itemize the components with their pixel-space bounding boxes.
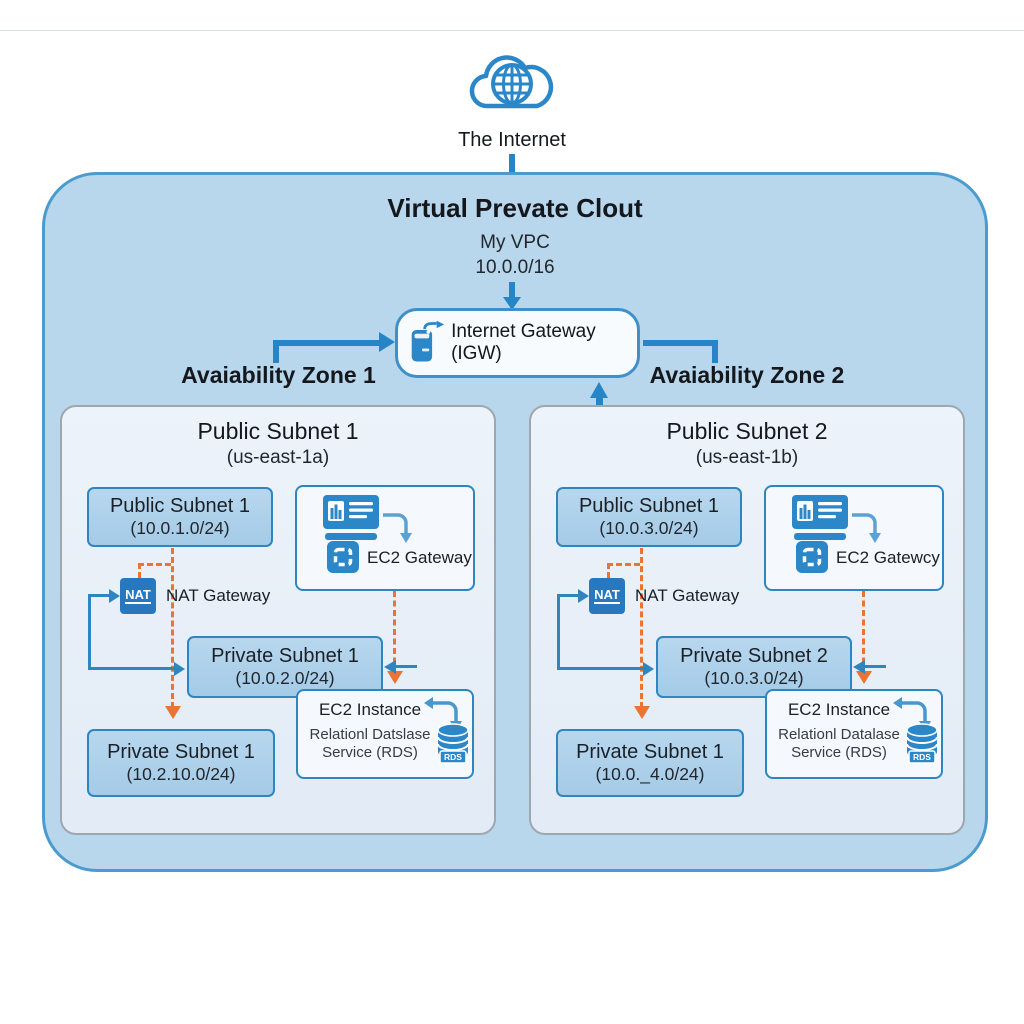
- zone1-line-vertical: [88, 594, 91, 670]
- zone2-private-subnet2-name: Private Subnet 1: [576, 741, 724, 763]
- zone1-private-subnet2-node: Private Subnet 1 (10.2.10.0/24): [87, 729, 275, 797]
- nat-icon-text: NAT: [594, 587, 620, 604]
- zone2-public-subnet-node: Public Subnet 1 (10.0.3.0/24): [556, 487, 742, 547]
- internet-label: The Internet: [458, 129, 566, 151]
- zone2-ec2gw-to-rds-dashed-line: [862, 591, 865, 673]
- elbow-down-arrow-icon: [383, 513, 412, 543]
- zone1-title: Public Subnet 1: [197, 418, 359, 444]
- zone1-dashed-arrowhead: [165, 706, 181, 719]
- rds-icon-text: RDS: [913, 752, 931, 762]
- zone2-nat-gateway-label: NAT Gateway: [635, 586, 740, 605]
- zone1-private-subnet-name: Private Subnet 1: [211, 645, 359, 667]
- zone2-public-subnet-name: Public Subnet 1: [578, 495, 720, 517]
- zone1-dashed-jog-vertical: [138, 563, 141, 578]
- zone2-private-subnet-name: Private Subnet 2: [680, 645, 828, 667]
- zone1-private-subnet2-name: Private Subnet 1: [107, 741, 255, 763]
- zone2-private-subnet2-node: Private Subnet 1 (10.0._4.0/24): [556, 729, 744, 797]
- ec2-icon: [796, 541, 828, 573]
- zone2-title: Public Subnet 2: [666, 418, 828, 444]
- zone1-public-subnet-name: Public Subnet 1: [109, 495, 251, 517]
- zone2-dashed-jog-vertical: [607, 563, 610, 578]
- zone1-ec2gw-to-rds-dashed-line: [393, 591, 396, 673]
- internet-gateway-label: Internet Gateway (IGW): [451, 321, 596, 364]
- zone1-rds-node: EC2 Instance Relationl Datslase Service …: [296, 689, 474, 779]
- top-divider-line: [0, 30, 1024, 31]
- zone-1-container: Public Subnet 1 (us-east-1a) Public Subn…: [60, 405, 496, 835]
- zone2-rds-line1: Relationl Datalase: [778, 726, 900, 743]
- zone2-line-to-private: [557, 667, 644, 670]
- vpc-title: Virtual Prevate Clout: [387, 193, 643, 223]
- zone1-arrowhead-to-private: [174, 662, 185, 676]
- internet-to-vpc-line: [509, 154, 515, 173]
- zone2-rds-node: EC2 Instance Relationl Datalase Service …: [765, 689, 943, 779]
- zone2-public-subnet-cidr: (10.0.3.0/24): [599, 518, 699, 538]
- rds-database-icon: RDS: [437, 723, 469, 764]
- zone2-subtitle: (us-east-1b): [695, 447, 799, 468]
- zone1-ec2gw-dashed-arrowhead: [387, 671, 403, 684]
- zone1-subtitle: (us-east-1a): [226, 447, 330, 468]
- zone2-private-subnet-node: Private Subnet 2 (10.0.3.0/24): [656, 636, 852, 698]
- vpc-to-igw-arrow-line: [509, 282, 515, 298]
- az1-to-igw-line: [273, 340, 381, 346]
- zone2-private-subnet2-cidr: (10.0._4.0/24): [595, 764, 705, 784]
- vpc-to-igw-arrowhead: [503, 297, 521, 310]
- ec2-icon: [327, 541, 359, 573]
- zone1-private-subnet-cidr: (10.0.2.0/24): [235, 668, 335, 688]
- vpc-cidr: 10.0.0/16: [475, 257, 555, 278]
- instance-card-icon: [323, 495, 379, 540]
- zone1-ec2-instance-label: EC2 Instance: [318, 700, 422, 719]
- vpc-name: My VPC: [480, 232, 550, 253]
- zone1-line-to-nat: [88, 594, 111, 597]
- zone2-rds-line2: Service (RDS): [791, 744, 887, 761]
- zone2-private-subnet-cidr: (10.0.3.0/24): [704, 668, 804, 688]
- zone2-dashed-arrowhead: [634, 706, 650, 719]
- zone1-ec2-gateway-label: EC2 Gateway: [367, 548, 472, 567]
- zone1-rds-to-private-arrowhead: [384, 660, 396, 674]
- zone2-rds-to-private-arrowhead: [853, 660, 865, 674]
- internet-gateway-node: Internet Gateway (IGW): [395, 308, 640, 378]
- internet-cloud-globe-icon: [469, 55, 554, 109]
- zone1-ec2-gateway-node: EC2 Gateway: [295, 485, 475, 591]
- zone1-rds-line1: Relationl Datslase: [309, 726, 431, 743]
- zone1-private-subnet2-cidr: (10.2.10.0/24): [126, 764, 236, 784]
- zone1-dashed-jog-horizontal: [138, 563, 171, 566]
- zone-2-container: Public Subnet 2 (us-east-1b) Public Subn…: [529, 405, 965, 835]
- zone2-line-vertical: [557, 594, 560, 670]
- zone1-private-subnet-node: Private Subnet 1 (10.0.2.0/24): [187, 636, 383, 698]
- instance-card-icon: [792, 495, 848, 540]
- zone2-dashed-jog-horizontal: [607, 563, 640, 566]
- rds-icon-text: RDS: [444, 752, 462, 762]
- zone1-public-subnet-cidr: (10.0.1.0/24): [130, 518, 230, 538]
- az1-to-igw-elbow: [273, 340, 279, 363]
- zone2-arrowhead-to-nat: [578, 589, 589, 603]
- zone1-line-to-private: [88, 667, 175, 670]
- zone1-public-to-private-dashed-line: [171, 548, 174, 708]
- zone2-line-to-nat: [557, 594, 580, 597]
- zone2-nat-gateway-icon: NAT: [589, 578, 625, 614]
- zone2-arrowhead-to-private: [643, 662, 654, 676]
- igw-to-az2-line: [643, 340, 718, 346]
- igw-to-az2-elbow: [712, 340, 718, 363]
- zone1-public-subnet-node: Public Subnet 1 (10.0.1.0/24): [87, 487, 273, 547]
- az1-to-igw-arrowhead: [379, 332, 395, 352]
- internet-gateway-icon: [411, 320, 445, 362]
- rds-database-icon: RDS: [906, 723, 938, 764]
- availability-zone-2-label: Avaiability Zone 2: [649, 362, 845, 388]
- availability-zone-1-label: Avaiability Zone 1: [181, 362, 376, 388]
- zone2-public-to-private-dashed-line: [640, 548, 643, 708]
- zone2-rds-to-private-line: [865, 665, 886, 668]
- elbow-down-arrow-icon: [852, 513, 881, 543]
- zone1-arrowhead-to-nat: [109, 589, 120, 603]
- zone1-nat-gateway-icon: NAT: [120, 578, 156, 614]
- nat-icon-text: NAT: [125, 587, 151, 604]
- zone1-rds-line2: Service (RDS): [322, 744, 418, 761]
- zone1-rds-to-private-line: [396, 665, 417, 668]
- zone2-ec2gw-dashed-arrowhead: [856, 671, 872, 684]
- zone1-nat-gateway-label: NAT Gateway: [166, 586, 271, 605]
- zone2-ec2-instance-label: EC2 Instance: [787, 700, 891, 719]
- zone2-ec2-gateway-label: EC2 Gatewcy: [836, 548, 940, 567]
- igw-zone2-double-arrow-up-head: [590, 382, 608, 398]
- zone2-ec2-gateway-node: EC2 Gatewcy: [764, 485, 944, 591]
